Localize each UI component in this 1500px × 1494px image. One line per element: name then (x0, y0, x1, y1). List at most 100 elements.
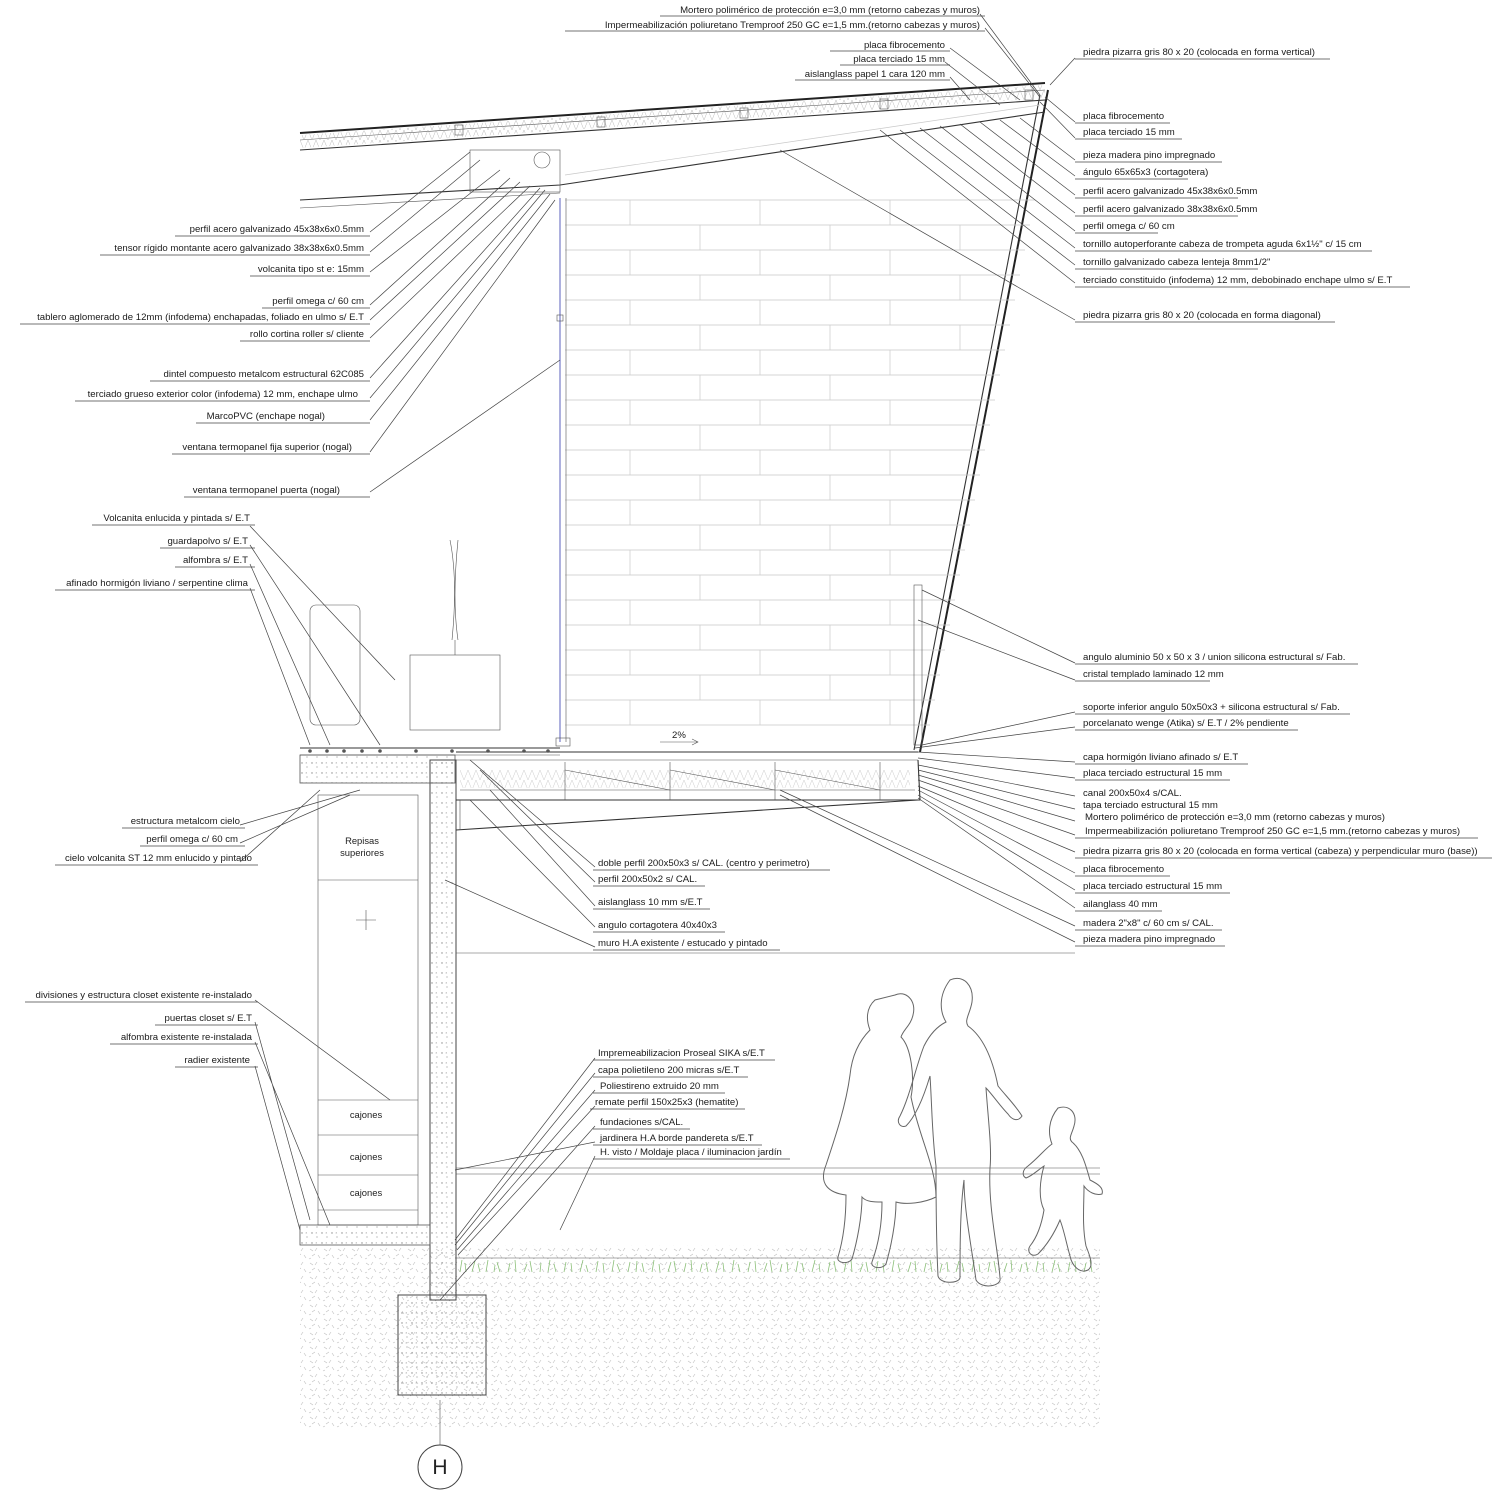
label-rm-2: soporte inferior angulo 50x50x3 + silico… (1083, 702, 1340, 713)
label-cm-3: angulo cortagotera 40x40x3 (598, 920, 717, 931)
label-top-4: aislanglass papel 1 cara 120 mm (805, 69, 945, 80)
label-lu-2: volcanita tipo st e: 15mm (258, 264, 364, 275)
label-rm-3: porcelanato wenge (Atika) s/ E.T / 2% pe… (1083, 718, 1289, 729)
label-rl-1: placa terciado estructural 15 mm (1083, 768, 1222, 779)
cajones-label-3: cajones (350, 1187, 383, 1198)
label-cl-1: capa polietileno 200 micras s/E.T (598, 1065, 739, 1076)
label-ru-2: placa terciado 15 mm (1083, 127, 1175, 138)
labels-center-mid: doble perfil 200x50x3 s/ CAL. (centro y … (593, 858, 830, 951)
label-lm-1: guardapolvo s/ E.T (167, 536, 248, 547)
label-top-1: Impermeabilización poliuretano Tremproof… (605, 20, 980, 31)
label-lb-1: puertas closet s/ E.T (165, 1013, 253, 1024)
slope-label: 2% (672, 730, 686, 741)
cajones-label-1: cajones (350, 1109, 383, 1120)
label-lm-2: alfombra s/ E.T (183, 555, 248, 566)
label-lb-3: radier existente (184, 1055, 250, 1066)
drawing-geometry (299, 82, 1103, 1490)
label-cm-4: muro H.A existente / estucado y pintado (598, 938, 768, 949)
label-cl-6: H. visto / Moldaje placa / iluminacion j… (600, 1147, 782, 1158)
label-cl-4: fundaciones s/CAL. (600, 1117, 683, 1128)
label-lu-3: perfil omega c/ 60 cm (272, 296, 364, 307)
label-cl-3: remate perfil 150x25x3 (hematite) (595, 1097, 738, 1108)
label-rl-6: piedra pizarra gris 80 x 20 (colocada en… (1083, 846, 1478, 857)
label-rl-10: madera 2"x8" c/ 60 cm s/ CAL. (1083, 918, 1214, 929)
label-lm-3: afinado hormigón liviano / serpentine cl… (66, 578, 249, 589)
label-ru-5: perfil acero galvanizado 45x38x6x0.5mm (1083, 186, 1257, 197)
label-cm-0: doble perfil 200x50x3 s/ CAL. (centro y … (598, 858, 810, 869)
stone-cladding (564, 104, 1041, 726)
existing-slab (299, 1224, 431, 1246)
label-ll-2: cielo volcanita ST 12 mm enlucido y pint… (65, 853, 252, 864)
label-ru-4: ángulo 65x65x3 (cortagotera) (1083, 167, 1208, 178)
people-silhouettes (823, 978, 1103, 1287)
labels-right-lower: capa hormigón liviano afinado s/ E.T pla… (1075, 752, 1492, 947)
label-rl-8: placa terciado estructural 15 mm (1083, 881, 1222, 892)
terrace-structure (455, 751, 921, 831)
label-rm-0: angulo aluminio 50 x 50 x 3 / union sili… (1083, 652, 1345, 663)
label-ll-1: perfil omega c/ 60 cm (146, 834, 238, 845)
label-ru-3: pieza madera pino impregnado (1083, 150, 1215, 161)
slanted-wall (919, 89, 1049, 753)
label-ru-9: tornillo galvanizado cabeza lenteja 8mm1… (1083, 257, 1270, 268)
axis-marker-circle (417, 1444, 463, 1490)
label-ru-10: terciado constituido (infodema) 12 mm, d… (1083, 275, 1392, 286)
floor-slab (299, 754, 456, 784)
roof (299, 82, 1046, 209)
labels-right-upper: piedra pizarra gris 80 x 20 (colocada en… (1075, 47, 1410, 323)
label-top-0: Mortero polimérico de protección e=3,0 m… (680, 5, 980, 16)
slope-indicator: 2% (660, 730, 699, 746)
concrete-wall (429, 759, 457, 1301)
labels-center-low: Impremeabilizacion Proseal SIKA s/E.T ca… (590, 1048, 790, 1160)
floor-fasteners (308, 749, 550, 753)
labels-left-middle: Volcanita enlucida y pintada s/ E.T guar… (55, 513, 255, 591)
label-ru-6: perfil acero galvanizado 38x38x6x0.5mm (1083, 204, 1257, 215)
label-rl-0: capa hormigón liviano afinado s/ E.T (1083, 752, 1238, 763)
label-lu-10: ventana termopanel puerta (nogal) (193, 485, 340, 496)
label-lm-0: Volcanita enlucida y pintada s/ E.T (103, 513, 250, 524)
label-lu-9: ventana termopanel fija superior (nogal) (182, 442, 352, 453)
grass (459, 1259, 1093, 1273)
label-cl-0: Impremeabilizacion Proseal SIKA s/E.T (598, 1048, 765, 1059)
labels-right-middle: angulo aluminio 50 x 50 x 3 / union sili… (1075, 652, 1358, 731)
furniture (309, 539, 501, 731)
label-lb-2: alfombra existente re-instalada (121, 1032, 253, 1043)
label-ru-1: placa fibrocemento (1083, 111, 1164, 122)
label-cm-1: perfil 200x50x2 s/ CAL. (598, 874, 697, 885)
label-rl-9: ailanglass 40 mm (1083, 899, 1158, 910)
label-ru-7: perfil omega c/ 60 cm (1083, 221, 1175, 232)
label-lu-1: tensor rígido montante acero galvanizado… (114, 243, 364, 254)
foundation-footing (397, 1294, 487, 1396)
label-top-2: placa fibrocemento (864, 40, 945, 51)
label-ll-0: estructura metalcom cielo (131, 816, 240, 827)
label-ru-11: piedra pizarra gris 80 x 20 (colocada en… (1083, 310, 1321, 321)
label-lu-6: dintel compuesto metalcom estructural 62… (163, 369, 364, 380)
label-lu-5: rollo cortina roller s/ cliente (250, 329, 364, 340)
label-lu-4: tablero aglomerado de 12mm (infodema) en… (37, 312, 364, 323)
label-lu-8: MarcoPVC (enchape nogal) (207, 411, 325, 422)
labels-left-lower: estructura metalcom cielo perfil omega c… (55, 816, 258, 866)
label-cm-2: aislanglass 10 mm s/E.T (598, 897, 703, 908)
label-rm-1: cristal templado laminado 12 mm (1083, 669, 1224, 680)
cajones-label-2: cajones (350, 1151, 383, 1162)
label-rl-3: tapa terciado estructural 15 mm (1083, 800, 1218, 811)
label-rl-7: placa fibrocemento (1083, 864, 1164, 875)
window-glazing (555, 198, 923, 747)
labels-left-bottom: divisiones y estructura closet existente… (25, 990, 258, 1068)
label-lu-7: terciado grueso exterior color (infodema… (88, 389, 358, 400)
label-cl-2: Poliestireno extruido 20 mm (600, 1081, 719, 1092)
room-labels: Repisas superiores cajones cajones cajon… (340, 835, 384, 1198)
label-rl-11: pieza madera pino impregnado (1083, 934, 1215, 945)
labels-top-center: Mortero polimérico de protección e=3,0 m… (565, 5, 985, 81)
repisas-label-line1: Repisas (345, 835, 379, 846)
label-ru-0: piedra pizarra gris 80 x 20 (colocada en… (1083, 47, 1315, 58)
leader-lines (239, 13, 1076, 1301)
label-top-3: placa terciado 15 mm (853, 54, 945, 65)
axis-marker-label: H (432, 1456, 447, 1479)
label-lb-0: divisiones y estructura closet existente… (36, 990, 253, 1001)
labels-left-upper: perfil acero galvanizado 45x38x6x0.5mm t… (20, 224, 370, 498)
label-cl-5: jardinera H.A borde pandereta s/E.T (599, 1133, 754, 1144)
label-ru-8: tornillo autoperforante cabeza de trompe… (1083, 239, 1362, 250)
repisas-label-line2: superiores (340, 847, 384, 858)
label-lu-0: perfil acero galvanizado 45x38x6x0.5mm (190, 224, 364, 235)
